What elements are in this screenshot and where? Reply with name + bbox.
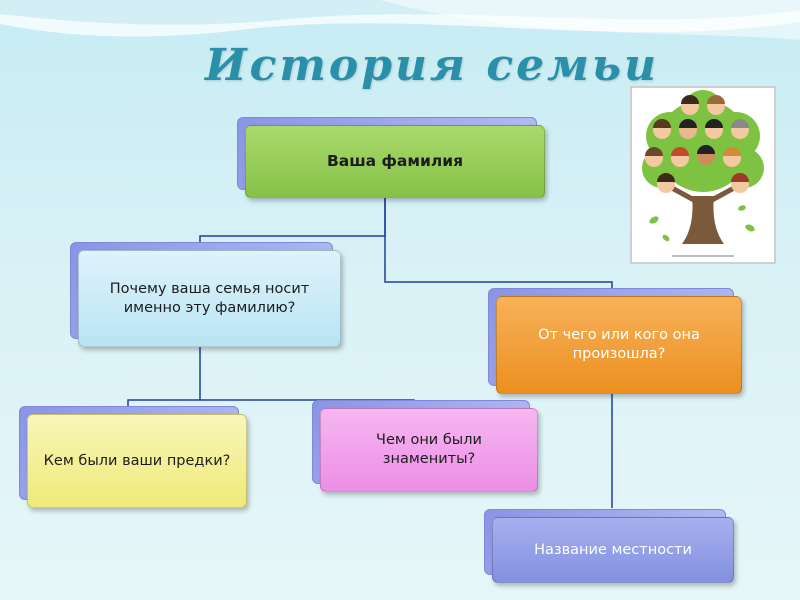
node-ancestors-label: Кем были ваши предки? [27,414,247,508]
connector-root-origin [384,198,613,296]
node-origin-label: От чего или кого она произошла? [496,296,742,394]
node-place-name: Название местности [484,509,734,583]
family-tree-image [630,86,776,264]
node-place-name-label: Название местности [492,517,734,583]
node-famous-label: Чем они были знамениты? [320,408,538,492]
node-ancestors: Кем были ваши предки? [19,406,247,508]
slide-title: История семьи [205,40,659,91]
node-famous: Чем они были знамениты? [312,400,538,492]
connector-why-ancestors [127,347,201,414]
node-family-name-label: Ваша фамилия [245,125,545,198]
node-family-name: Ваша фамилия [237,117,545,198]
family-tree-illustration-icon [632,90,774,262]
node-why-surname-label: Почему ваша семья носит именно эту фамил… [78,250,341,347]
node-origin: От чего или кого она произошла? [488,288,742,394]
node-why-surname: Почему ваша семья носит именно эту фамил… [70,242,341,347]
